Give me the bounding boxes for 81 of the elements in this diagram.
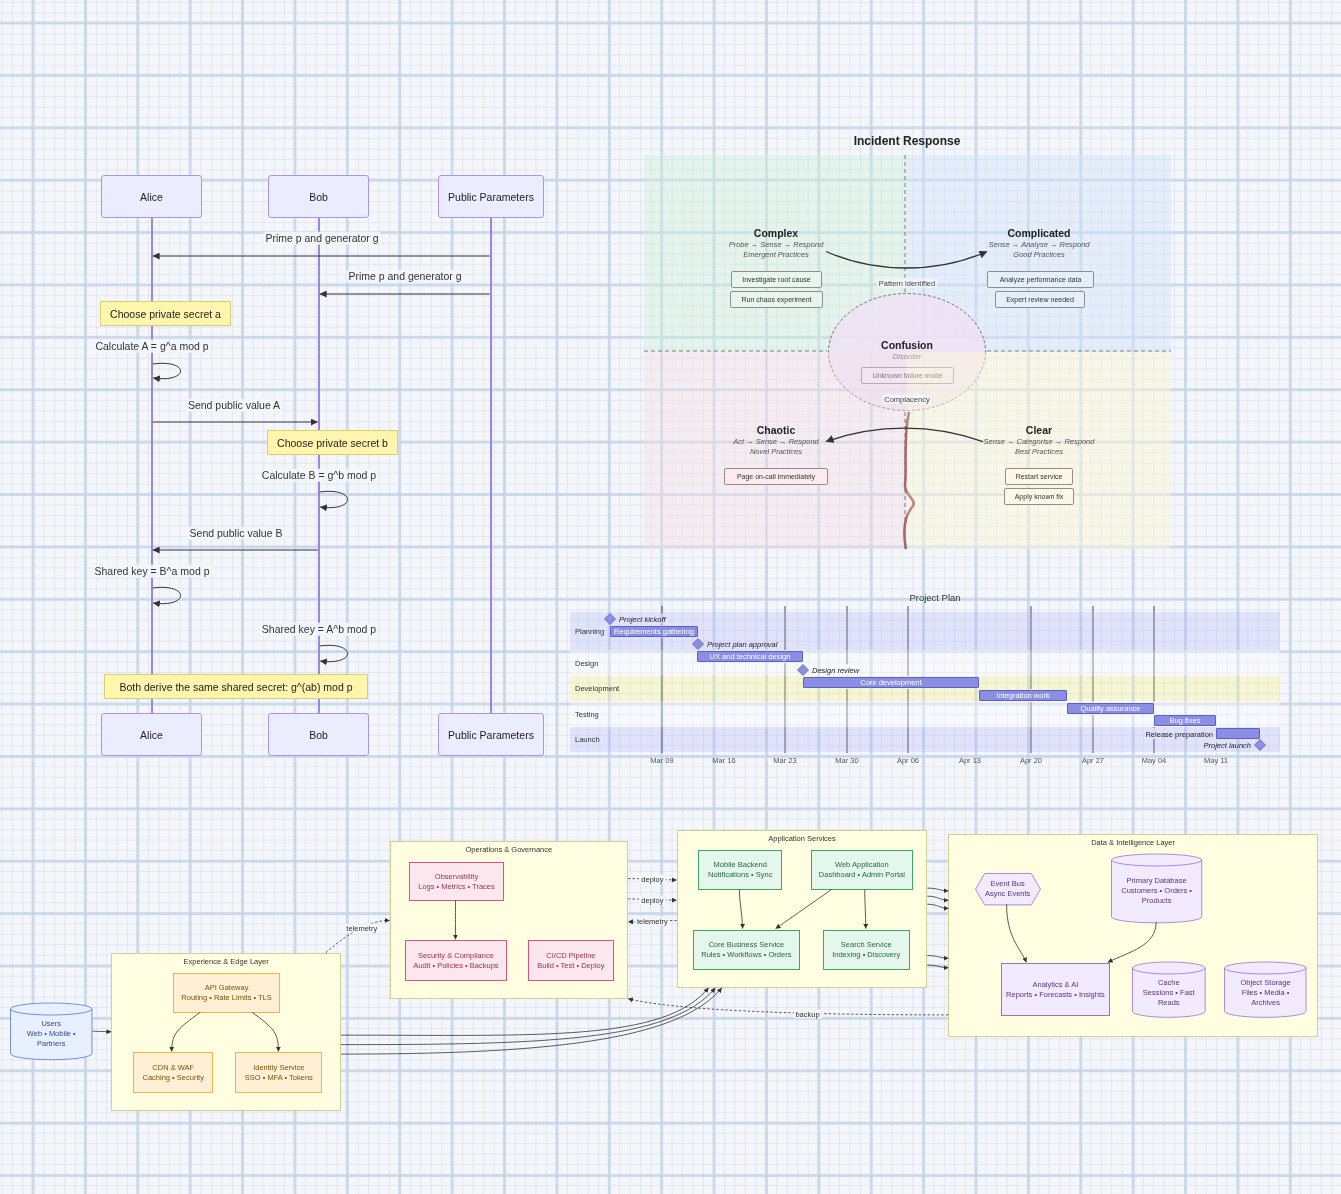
service-box xyxy=(810,849,913,891)
message-arrow xyxy=(152,546,319,554)
participant-box xyxy=(268,713,369,756)
message-arrow xyxy=(319,290,491,298)
service-box xyxy=(409,862,504,902)
event-hexagon xyxy=(974,872,1041,906)
section-band xyxy=(570,676,1280,701)
lifeline xyxy=(490,218,492,713)
action-box xyxy=(1005,468,1073,485)
self-message-arrow xyxy=(152,362,182,383)
action-box xyxy=(995,291,1085,308)
message-arrow xyxy=(152,418,319,426)
message-label: Shared key = A^b mod p xyxy=(259,622,379,636)
service-box xyxy=(235,1052,323,1093)
note-box xyxy=(100,301,231,326)
storage-cylinder xyxy=(1131,961,1206,1018)
action-box xyxy=(724,468,828,485)
message-label: Send public value B xyxy=(187,526,285,540)
layer-panel xyxy=(389,840,629,999)
self-message-arrow xyxy=(319,644,349,665)
participant-box xyxy=(101,175,202,218)
confusion-ellipse xyxy=(828,293,986,411)
participant-name: Alice xyxy=(140,728,163,741)
note-box xyxy=(104,674,368,699)
participant-name: Alice xyxy=(140,190,163,203)
participant-name: Public Parameters xyxy=(448,728,534,741)
participant-name: Public Parameters xyxy=(448,190,534,203)
service-box xyxy=(698,849,783,891)
participant-box xyxy=(101,713,202,756)
participant-box xyxy=(268,175,369,218)
lifeline xyxy=(318,218,320,713)
task-bar xyxy=(979,690,1067,701)
transition-arrow xyxy=(825,250,988,269)
action-box xyxy=(987,271,1094,288)
participant-name: Bob xyxy=(309,190,328,203)
storage-cylinder xyxy=(1111,853,1203,923)
service-box xyxy=(133,1052,214,1093)
storage-cylinder xyxy=(1224,961,1307,1018)
note-text: Both derive the same shared secret: g^(ab) mod p xyxy=(119,680,353,693)
layer-panel xyxy=(948,834,1318,1037)
note-box xyxy=(267,430,398,455)
message-label: Calculate B = g^b mod p xyxy=(259,468,379,482)
milestone-diamond xyxy=(604,613,616,625)
lifeline xyxy=(151,218,153,713)
layer-panel xyxy=(111,952,342,1111)
action-box xyxy=(731,271,822,288)
section-band xyxy=(570,727,1280,752)
participant-box xyxy=(438,713,544,756)
transition-arrow xyxy=(825,427,984,444)
section-band xyxy=(570,612,1280,650)
domain-heading: Confusion xyxy=(881,338,933,352)
message-label: Send public value A xyxy=(185,398,283,412)
message-arrow xyxy=(152,252,491,260)
message-label: Calculate A = g^a mod p xyxy=(93,339,211,353)
note-text: Choose private secret a xyxy=(110,307,221,320)
participant-box xyxy=(438,175,544,218)
service-box xyxy=(404,940,508,981)
message-label: Shared key = B^a mod p xyxy=(92,564,212,578)
action-box xyxy=(1004,488,1074,505)
participant-name: Bob xyxy=(309,728,328,741)
note-text: Choose private secret b xyxy=(277,436,388,449)
message-label: Prime p and generator g xyxy=(346,269,464,283)
layer-panel xyxy=(676,830,928,988)
service-box xyxy=(1001,963,1110,1016)
section-band xyxy=(570,650,1280,676)
task-bar xyxy=(1067,703,1154,714)
section-band xyxy=(570,701,1280,727)
action-box xyxy=(730,291,823,308)
self-message-arrow xyxy=(152,586,182,607)
service-box xyxy=(528,940,614,981)
storage-cylinder xyxy=(10,1002,93,1060)
chart-title: Project Plan xyxy=(909,591,961,603)
task-bar xyxy=(1154,715,1216,726)
service-box xyxy=(693,929,800,971)
self-message-arrow xyxy=(319,490,349,511)
service-box xyxy=(822,929,910,971)
panel-heading: Incident Response xyxy=(853,134,961,148)
message-label: Prime p and generator g xyxy=(263,231,381,245)
action-box xyxy=(861,367,954,384)
service-box xyxy=(172,972,281,1014)
milestone-diamond xyxy=(1254,739,1266,751)
